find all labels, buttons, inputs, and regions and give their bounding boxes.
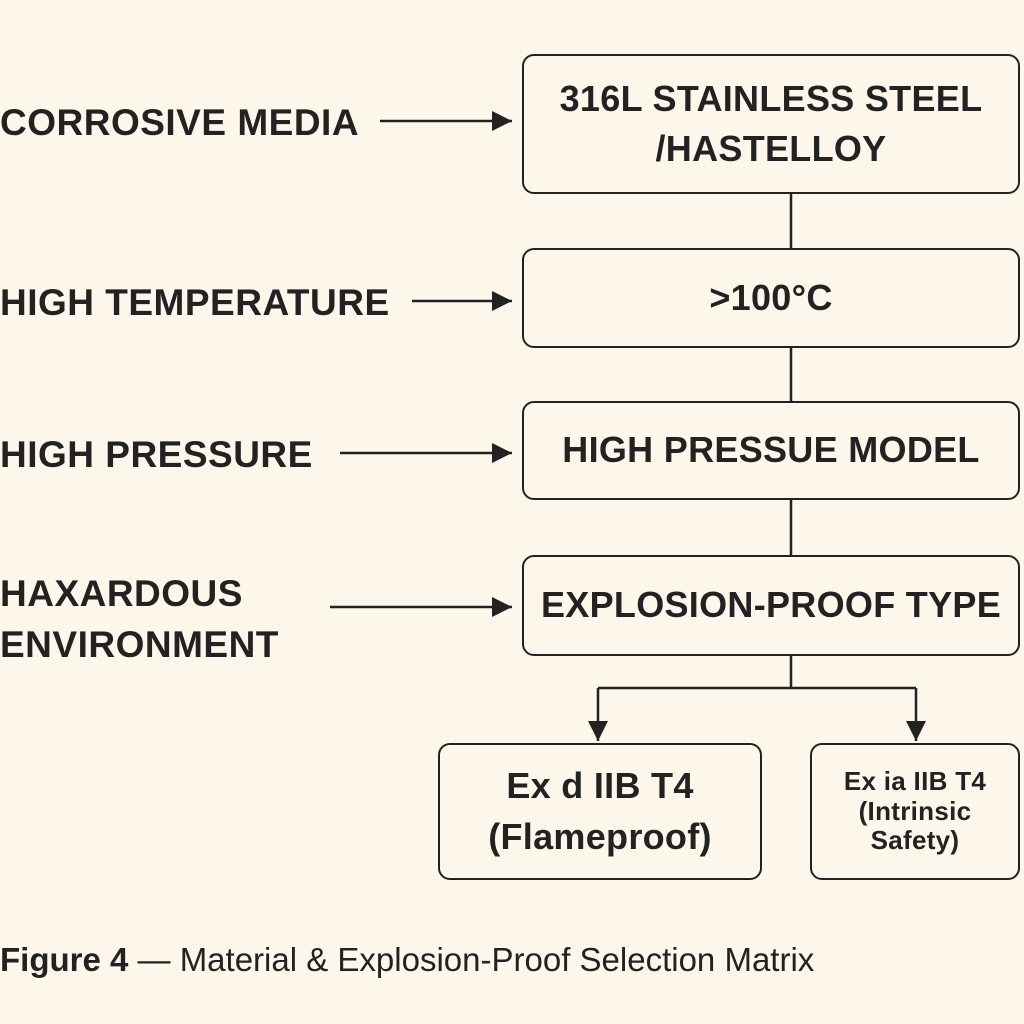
box-temperature-text: >100°C xyxy=(709,276,833,318)
box-flameproof-line1: Ex d IIB T4 xyxy=(506,765,694,807)
input-label-temperature: HIGH TEMPERATURE xyxy=(0,282,390,323)
box-flameproof-line2: (Flameproof) xyxy=(488,815,712,857)
figure-caption: Figure 4 — Material & Explosion-Proof Se… xyxy=(0,943,814,976)
box-intrinsic-line1: Ex ia IIB T4 xyxy=(843,765,987,796)
caption-text: — Material & Explosion-Proof Selection M… xyxy=(128,941,815,978)
input-label-corrosive: CORROSIVE MEDIA xyxy=(0,102,360,143)
box-material: 316L STAINLESS STEEL /HASTELLOY xyxy=(522,54,1020,194)
box-flameproof: Ex d IIB T4 (Flameproof) xyxy=(438,743,762,880)
box-pressure: HIGH PRESSUE MODEL xyxy=(522,401,1020,500)
input-label-hazardous-1: HAXARDOUS xyxy=(0,573,243,614)
caption-figure-number: Figure 4 xyxy=(0,941,129,978)
box-intrinsic-safety: Ex ia IIB T4 (Intrinsic Safety) xyxy=(810,743,1020,880)
input-label-hazardous-2: ENVIRONMENT xyxy=(0,624,279,665)
box-intrinsic-line2: (Intrinsic Safety) xyxy=(858,795,972,856)
box-material-line1: 316L STAINLESS STEEL xyxy=(559,77,983,119)
box-explosion-proof-text: EXPLOSION-PROOF TYPE xyxy=(540,584,1002,626)
box-explosion-proof: EXPLOSION-PROOF TYPE xyxy=(522,555,1020,656)
box-material-line2: /HASTELLOY xyxy=(655,128,887,169)
branch-line xyxy=(598,655,793,690)
box-temperature: >100°C xyxy=(522,248,1020,348)
input-label-pressure: HIGH PRESSURE xyxy=(0,434,313,475)
box-pressure-text: HIGH PRESSUE MODEL xyxy=(562,429,980,471)
